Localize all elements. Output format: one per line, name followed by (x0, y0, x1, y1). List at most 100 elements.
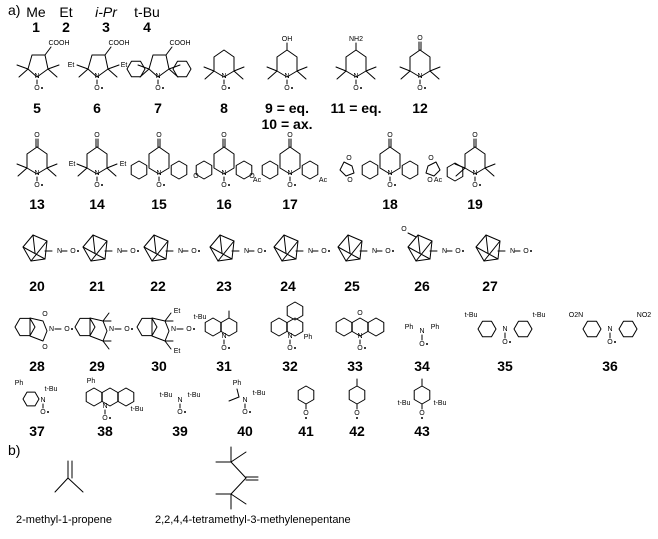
svg-text:O: O (70, 248, 76, 255)
svg-text:O: O (303, 410, 309, 417)
svg-text:Ac: Ac (434, 177, 443, 184)
structure-8: NO (203, 49, 245, 92)
compound-number-5: 5 (33, 100, 41, 116)
svg-text:N: N (387, 170, 392, 177)
compound-number-6: 6 (93, 100, 101, 116)
svg-text:t-Bu: t-Bu (434, 400, 447, 407)
panel-b-name-1: 2-methyl-1-propene (16, 514, 112, 526)
svg-text:O: O (156, 182, 162, 189)
svg-text:NO2: NO2 (637, 312, 652, 319)
svg-text:O: O (130, 248, 136, 255)
svg-text:N: N (242, 397, 247, 404)
svg-text:N: N (221, 170, 226, 177)
svg-text:N: N (417, 73, 422, 80)
tetramethyl-methylenepentane-structure (215, 446, 259, 510)
compound-number-37: 37 (29, 423, 45, 439)
compound-number-28: 28 (29, 358, 45, 374)
svg-text:O: O (357, 310, 363, 317)
compound-number-15: 15 (151, 196, 167, 212)
svg-text:Ph: Ph (15, 380, 24, 387)
svg-text:N: N (102, 403, 107, 410)
svg-text:N: N (607, 326, 612, 333)
svg-text:O: O (64, 326, 70, 333)
compound-number-4: 4 (143, 19, 151, 35)
compound-number-17: 17 (282, 196, 298, 212)
svg-text:t-Bu: t-Bu (194, 314, 207, 321)
svg-text:O: O (419, 341, 425, 348)
svg-text:t-Bu: t-Bu (45, 386, 58, 393)
svg-text:N: N (244, 248, 249, 255)
svg-text:N: N (117, 248, 122, 255)
svg-text:O: O (417, 85, 423, 92)
svg-text:O: O (321, 248, 327, 255)
svg-text:O: O (34, 85, 40, 92)
structure-12: ONO (399, 35, 441, 92)
svg-text:N: N (155, 73, 160, 80)
svg-text:N: N (442, 248, 447, 255)
compound-number-36: 36 (602, 358, 618, 374)
compound-number-9: 9 = eq. (265, 100, 309, 116)
svg-text:N: N (49, 326, 54, 333)
svg-text:O: O (193, 173, 199, 180)
svg-text:N: N (419, 328, 424, 335)
panel-a-label: a) (8, 2, 21, 18)
svg-text:O: O (502, 339, 508, 346)
svg-text:O: O (401, 226, 407, 233)
svg-text:O: O (124, 326, 130, 333)
svg-text:t-Bu: t-Bu (188, 392, 201, 399)
svg-text:O: O (387, 182, 393, 189)
svg-text:Ac: Ac (253, 177, 262, 184)
compound-number-29: 29 (89, 358, 105, 374)
svg-text:Ph: Ph (233, 380, 242, 387)
compound-number-40: 40 (237, 423, 253, 439)
svg-text:N: N (109, 326, 114, 333)
svg-text:N: N (94, 73, 99, 80)
panel-b-name-2: 2,2,4,4-tetramethyl-3-methylenepentane (155, 514, 351, 526)
compound-number-26: 26 (414, 278, 430, 294)
svg-text:O: O (221, 85, 227, 92)
svg-text:N: N (94, 170, 99, 177)
svg-text:O: O (346, 155, 352, 162)
svg-text:O: O (427, 177, 433, 184)
svg-text:N: N (221, 73, 226, 80)
svg-text:COOH: COOH (49, 40, 70, 47)
svg-text:O: O (34, 132, 40, 139)
panel-b-label: b) (8, 442, 21, 458)
svg-text:O: O (417, 35, 423, 42)
svg-text:O: O (357, 345, 363, 352)
compound-number-11: 11 = eq. (330, 100, 382, 116)
compound-number-20: 20 (29, 278, 45, 294)
compound-number-33: 33 (347, 358, 363, 374)
svg-text:O: O (94, 85, 100, 92)
svg-text:O: O (257, 248, 263, 255)
svg-text:O: O (607, 339, 613, 346)
svg-text:t-Bu: t-Bu (465, 312, 478, 319)
compound-number-12: 12 (412, 100, 428, 116)
svg-text:O: O (42, 344, 48, 351)
svg-text:O: O (287, 182, 293, 189)
svg-text:O: O (523, 248, 529, 255)
svg-text:O: O (347, 177, 353, 184)
compound-number-2: 2 (62, 19, 70, 35)
structure-13: ONO (16, 132, 58, 189)
svg-text:N: N (284, 73, 289, 80)
structure-15: ONO (130, 132, 188, 189)
svg-text:Ph: Ph (431, 324, 440, 331)
